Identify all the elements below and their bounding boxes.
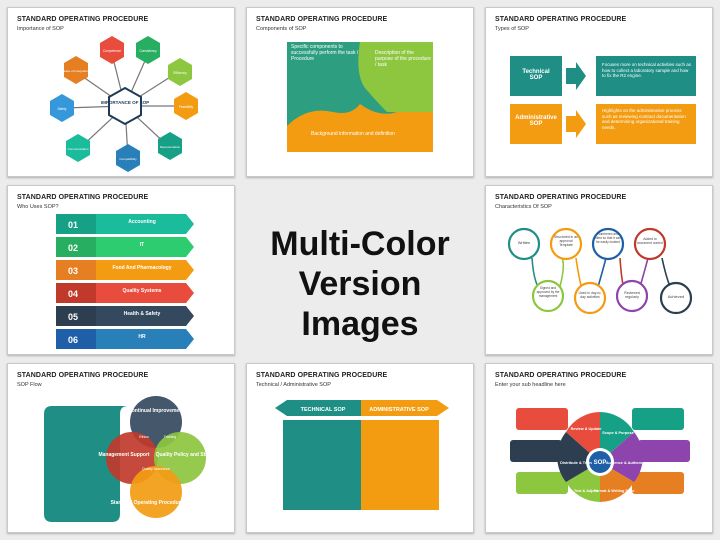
slide-sop-flow[interactable]: STANDARD OPERATING PROCEDURE SOP Flow Co… (7, 363, 235, 533)
component-text-specific: Specific components to successfully perf… (291, 44, 359, 62)
characteristic-label: Reviewed regularly (624, 291, 640, 300)
spoke-label: Competence (103, 49, 121, 53)
row-label: IT (140, 242, 144, 248)
slide-subtitle: Importance of SOP (17, 26, 64, 32)
venn-label: Continual Improvement (128, 408, 184, 414)
center-title-line1: Multi-Color (270, 225, 450, 263)
component-text-purpose: Description of the purpose of the proced… (375, 50, 431, 68)
venn-label: Quality Policy and Strategy (156, 452, 221, 458)
type-label-technical: Technical SOP (522, 69, 550, 81)
row-number: 06 (68, 335, 78, 345)
wheel-hub-label: IMPORTANCE OF SOP (101, 100, 149, 105)
row-label: HR (138, 334, 146, 340)
spoke-label: Compatibility (119, 157, 137, 161)
cycle-segment-label: Scope & Purpose (602, 431, 633, 435)
slide-subtitle: Components of SOP (256, 26, 307, 32)
characteristic-label: Structured in an approval Template (554, 235, 578, 247)
characteristics-flow (507, 227, 693, 315)
slide-subtitle: Types of SOP (495, 26, 529, 32)
venn-small-label: Ethics (139, 435, 149, 439)
component-text-background: Background information and definition (311, 131, 395, 137)
slide-title: STANDARD OPERATING PROCEDURE (495, 194, 627, 201)
slide-title: STANDARD OPERATING PROCEDURE (495, 16, 627, 23)
characteristic-label: Signed and approved by the management (536, 286, 560, 298)
center-title-line2: Version Images (298, 265, 422, 343)
cycle-hub-label: SOP (594, 460, 607, 466)
slide-importance-of-sop[interactable]: STANDARD OPERATING PROCEDURE Importance … (7, 7, 235, 177)
characteristic-label: Achieved (667, 294, 685, 299)
characteristic-label: Added to document control (637, 237, 664, 245)
row-label: Accounting (128, 219, 156, 225)
characteristic-label: Written (517, 240, 531, 245)
slide-title: STANDARD OPERATING PROCEDURE (495, 372, 627, 379)
row-label: Quality Systems (123, 288, 162, 294)
venn-small-label: Training (164, 435, 177, 439)
type-label-administrative: Administrative SOP (515, 115, 557, 127)
slide-components-of-sop[interactable]: STANDARD OPERATING PROCEDURE Components … (246, 7, 474, 177)
spoke-label: Efficiency (173, 71, 187, 75)
spoke-label: Feasibility (179, 105, 194, 109)
slide-subtitle: Technical / Administrative SOP (256, 382, 331, 388)
slide-title: STANDARD OPERATING PROCEDURE (17, 194, 149, 201)
cycle-segment-label: Review & Update (571, 427, 602, 431)
cycle-segment-label: Distribute & Train (560, 461, 592, 465)
type-desc-technical: Focuses more on technical activities suc… (602, 62, 692, 78)
row-number: 03 (68, 266, 78, 276)
sop-cycle-diagram: SOP Review & Update Scope & Purpose Audi… (510, 408, 690, 502)
slide-types-of-sop[interactable]: STANDARD OPERATING PROCEDURE Types of SO… (485, 7, 713, 177)
row-label: Health & Safety (124, 311, 161, 317)
types-diagram (510, 56, 696, 144)
center-title: Multi-Color Version Images (244, 224, 476, 344)
cycle-segment-label: Audience & Authors (606, 461, 642, 465)
slide-who-uses-sop[interactable]: STANDARD OPERATING PROCEDURE Who Uses SO… (7, 185, 235, 355)
characteristic-label: Numbered and titled so that it can be ea… (595, 232, 621, 244)
spoke-label: Ease of Integration (63, 69, 89, 73)
row-number: 02 (68, 243, 78, 253)
who-uses-rows: 01 02 03 04 05 06 Accounting IT Food And… (56, 214, 194, 349)
venn-label: Management Support (98, 452, 149, 458)
slide-title: STANDARD OPERATING PROCEDURE (17, 16, 149, 23)
spoke-label: Representation (160, 145, 181, 149)
row-number: 05 (68, 312, 78, 322)
spoke-label: Safety (57, 107, 66, 111)
importance-wheel-diagram: IMPORTANCE OF SOP Competence Consistency… (50, 36, 198, 172)
slide-title: STANDARD OPERATING PROCEDURE (256, 372, 388, 379)
components-puzzle-diagram (287, 42, 433, 152)
cycle-segment-label: Test & Adjust (574, 489, 599, 493)
slide-technical-administrative-sop[interactable]: STANDARD OPERATING PROCEDURE Technical /… (246, 363, 474, 533)
row-label: Food And Pharmacology (113, 265, 172, 271)
technical-sop-header: TECHNICAL SOP (301, 407, 346, 413)
type-desc-administrative: Highlights on the administrative process… (602, 108, 686, 130)
characteristic-label: Used in day-to-day activities (578, 291, 602, 299)
slide-title: STANDARD OPERATING PROCEDURE (256, 16, 388, 23)
row-number: 01 (68, 220, 78, 230)
slide-title: STANDARD OPERATING PROCEDURE (17, 372, 149, 379)
row-number: 04 (68, 289, 78, 299)
venn-small-label: Quality Assurance (142, 467, 170, 471)
tech-admin-comparison: TECHNICAL SOP ADMINISTRATIVE SOP (275, 400, 449, 510)
venn-label: Standard Operating Procedures (SOP) (111, 500, 202, 506)
slide-subtitle: Enter your sub headline here (495, 382, 566, 388)
cycle-segment-label: Format & Writing Style (594, 489, 635, 493)
slide-sop-cycle[interactable]: STANDARD OPERATING PROCEDURE Enter your … (485, 363, 713, 533)
slide-subtitle: SOP Flow (17, 382, 42, 388)
administrative-sop-header: ADMINISTRATIVE SOP (369, 407, 429, 413)
sop-flow-venn: Continual Improvement Management Support… (44, 396, 221, 522)
spoke-label: Communication (68, 147, 89, 151)
slide-subtitle: Characteristics Of SOP (495, 204, 552, 210)
spoke-label: Consistency (139, 49, 157, 53)
slide-characteristics-of-sop[interactable]: STANDARD OPERATING PROCEDURE Characteris… (485, 185, 713, 355)
slide-subtitle: Who Uses SOP? (17, 204, 59, 210)
